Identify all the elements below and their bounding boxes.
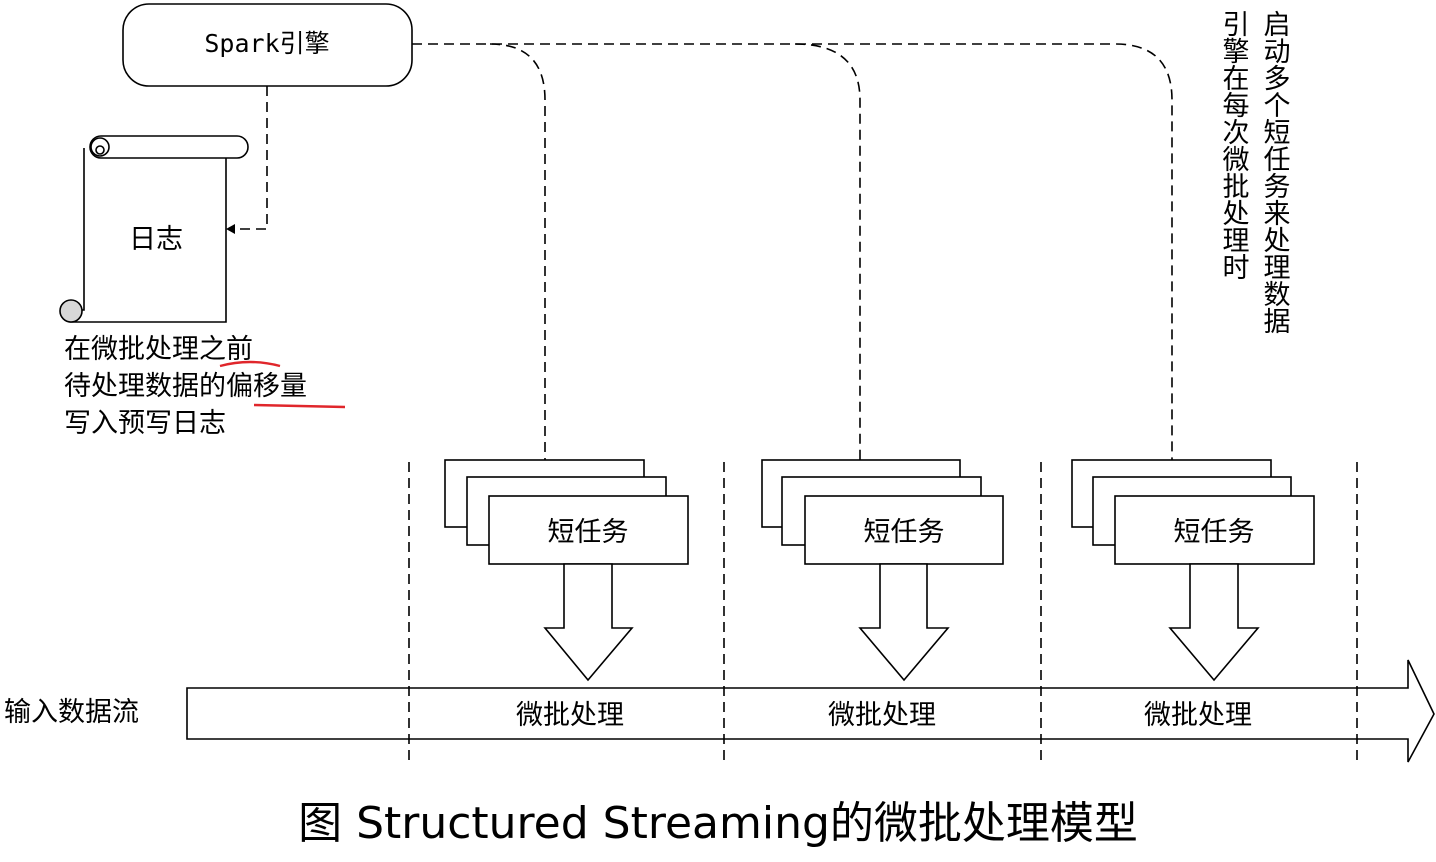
note-line-2: 待处理数据的偏移量 xyxy=(64,371,307,402)
note-underline-1 xyxy=(219,360,281,368)
engine-to-task-connectors xyxy=(412,43,1173,460)
log-note: 在微批处理之前 待处理数据的偏移量 写入预写日志 xyxy=(64,334,346,439)
note-line-1-a: 在微批处理 xyxy=(64,334,199,365)
batch-label-2: 微批处理 xyxy=(828,700,936,731)
task-card-front xyxy=(488,495,689,565)
input-stream-label: 输入数据流 xyxy=(4,697,139,728)
note-line-1: 在微批处理之前 xyxy=(64,334,253,365)
side-note: 引擎在每次微批处理时 启动多个短任务来处理数据 xyxy=(1218,10,1291,334)
task-card-front xyxy=(804,495,1004,565)
connector-task-3 xyxy=(412,43,1173,460)
task-group-3: 短任务 xyxy=(1071,459,1315,682)
batch-label-1: 微批处理 xyxy=(516,700,624,731)
connector-task-1 xyxy=(489,43,546,460)
task-group-1: 短任务 xyxy=(444,459,689,682)
task-arrow-2 xyxy=(858,563,950,682)
log-label: 日志 xyxy=(129,224,183,255)
note-line-2-b: 偏移量 xyxy=(226,371,307,402)
batch-dividers xyxy=(408,462,1358,762)
task-label-2: 短任务 xyxy=(864,517,945,548)
task-arrow-3 xyxy=(1168,563,1260,682)
input-stream: 输入数据流 xyxy=(4,659,1435,763)
note-line-3: 写入预写日志 xyxy=(64,408,226,439)
scroll-bottom-curl-icon xyxy=(59,299,83,323)
task-group-2: 短任务 xyxy=(761,459,1004,682)
scroll-top-roll xyxy=(89,135,249,159)
spark-engine-label: Spark引擎 xyxy=(204,29,329,58)
input-stream-arrow xyxy=(186,659,1435,763)
batch-label-3: 微批处理 xyxy=(1144,700,1252,731)
scroll-top-curl-inner-icon xyxy=(95,145,105,155)
note-line-2-a: 待处理数据的 xyxy=(64,371,226,402)
side-note-line-1: 引擎在每次微批处理时 xyxy=(1218,10,1250,280)
log-scroll: 日志 xyxy=(59,135,249,323)
engine-log-dashed-line xyxy=(233,86,268,230)
note-underline-2 xyxy=(253,403,346,409)
task-label-1: 短任务 xyxy=(548,517,629,548)
task-label-3: 短任务 xyxy=(1174,517,1255,548)
batch-labels: 微批处理 微批处理 微批处理 xyxy=(516,700,1252,731)
side-note-line-2: 启动多个短任务来处理数据 xyxy=(1259,10,1291,334)
log-arrowhead-icon xyxy=(226,224,235,234)
engine-to-log-connector xyxy=(226,86,268,234)
note-line-1-b: 之前 xyxy=(199,334,253,365)
connector-task-2 xyxy=(794,43,861,460)
figure-caption: 图 Structured Streaming的微批处理模型 xyxy=(298,798,1138,849)
spark-engine-node: Spark引擎 xyxy=(122,3,413,87)
task-arrow-1 xyxy=(543,563,634,682)
